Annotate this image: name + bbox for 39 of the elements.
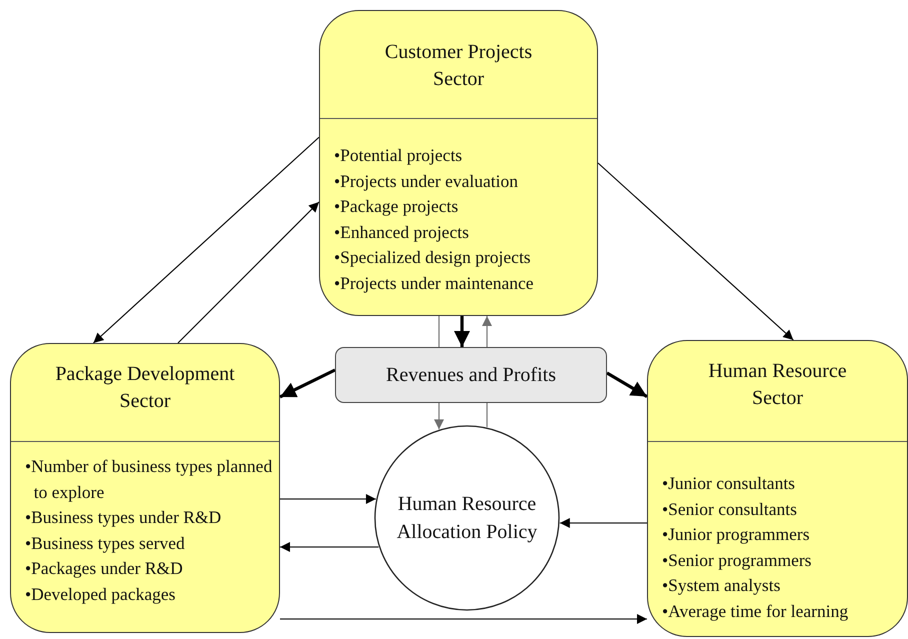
bullet-item: •Average time for learning [662, 600, 850, 623]
bullet-item: •Number of business types planned to explore [25, 455, 274, 504]
arrow [279, 368, 336, 398]
sector-box [647, 340, 908, 637]
policy-circle [374, 425, 560, 611]
arrow [560, 518, 647, 528]
policy-label: Human Resource Allocation Policy [396, 492, 538, 545]
sector-title: Human Resource Sector [707, 359, 848, 411]
arrow [598, 162, 794, 340]
process-box [335, 347, 607, 403]
bullet-item: •System analysts [662, 574, 782, 597]
process-label: Revenues and Profits [386, 364, 556, 386]
arrow [434, 403, 444, 430]
bullet-item: •Projects under evaluation [334, 170, 519, 193]
arrow [454, 316, 470, 347]
sector-title: Customer Projects Sector [384, 40, 534, 92]
arrow [93, 136, 320, 344]
arrow [280, 494, 376, 504]
bullet-item: •Business types under R&D [25, 506, 222, 529]
bullet-item: •Enhanced projects [334, 220, 470, 244]
bullet-item: •Senior consultants [662, 498, 798, 520]
bullet-item: •Specialized design projects [334, 246, 532, 269]
arrow [280, 614, 647, 624]
bullet-item: •Packages under R&D [25, 557, 184, 580]
sector-box [319, 10, 598, 316]
sector-box [10, 343, 280, 633]
arrow [482, 316, 492, 347]
bullet-item: •Projects under maintenance [334, 272, 535, 295]
bullet-item: •Junior consultants [662, 472, 796, 495]
bullet-item: •Package projects [334, 195, 460, 218]
bullet-item: •Senior programmers [662, 548, 812, 572]
bullet-item: •Junior programmers [662, 523, 811, 546]
sector-title: Package Development Sector [54, 362, 236, 414]
arrow [178, 202, 320, 344]
arrow [606, 372, 648, 398]
bullet-item: •Developed packages [25, 582, 176, 606]
bullet-item: •Potential projects [334, 144, 464, 167]
bullet-item: •Business types served [25, 532, 186, 555]
arrow [280, 542, 379, 552]
